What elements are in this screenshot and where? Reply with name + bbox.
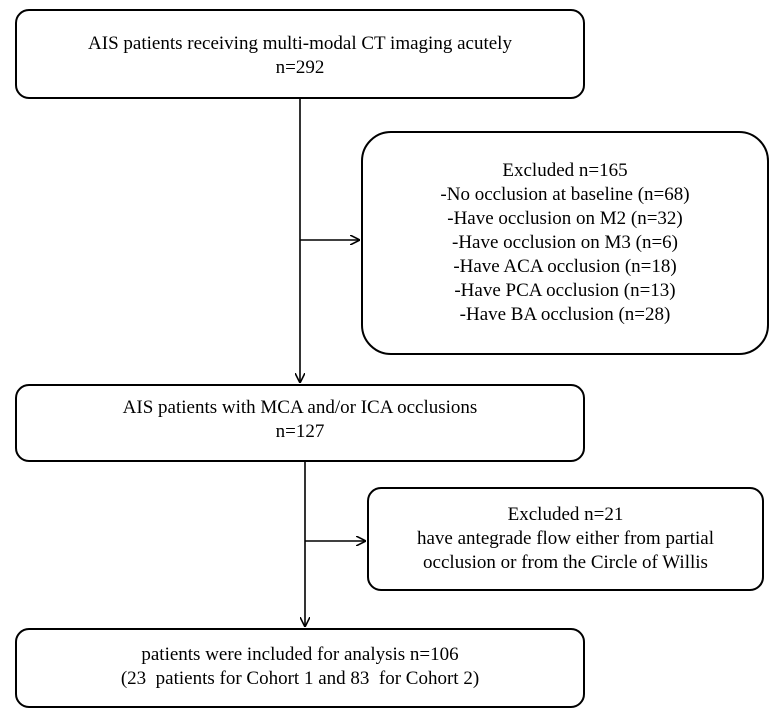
excluded-node-2: Excluded n=21 have antegrade flow either…: [367, 487, 764, 591]
excluded-2-line: Excluded n=21: [507, 504, 624, 525]
included-node-line: patients were included for analysis n=10…: [141, 644, 459, 665]
included-node-line: (23 patients for Cohort 1 and 83 for Coh…: [120, 668, 480, 689]
start-node-line: n=292: [275, 57, 325, 78]
occlusions-node-line: AIS patients with MCA and/or ICA occlusi…: [122, 397, 478, 418]
occlusions-node: AIS patients with MCA and/or ICA occlusi…: [15, 384, 585, 462]
occlusions-node-line: n=127: [275, 421, 325, 442]
excluded-1-line: -Have ACA occlusion (n=18): [453, 256, 677, 277]
excluded-1-line: -Have BA occlusion (n=28): [459, 304, 671, 325]
excluded-2-line: have antegrade flow either from partial: [417, 528, 714, 549]
included-node: patients were included for analysis n=10…: [15, 628, 585, 708]
excluded-1-line: Excluded n=165: [502, 160, 628, 181]
start-node: AIS patients receiving multi-modal CT im…: [15, 9, 585, 99]
excluded-2-line: occlusion or from the Circle of Willis: [423, 552, 708, 573]
excluded-1-line: -Have occlusion on M2 (n=32): [447, 208, 683, 229]
excluded-node-1: Excluded n=165 -No occlusion at baseline…: [361, 131, 769, 355]
excluded-1-line: -Have occlusion on M3 (n=6): [452, 232, 678, 253]
start-node-line: AIS patients receiving multi-modal CT im…: [88, 33, 512, 54]
excluded-1-line: -No occlusion at baseline (n=68): [440, 184, 690, 205]
excluded-1-line: -Have PCA occlusion (n=13): [454, 280, 676, 301]
